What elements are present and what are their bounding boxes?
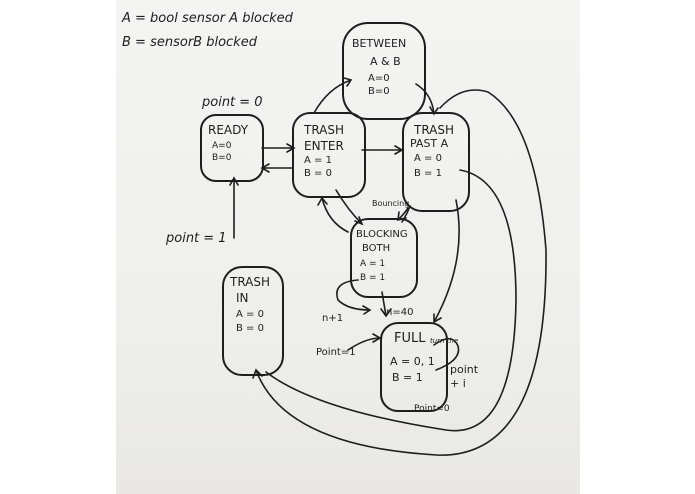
arrow-ready-to-trash-enter <box>261 143 296 153</box>
state-blocking-both-name1: BLOCKING <box>356 229 408 240</box>
label-point-0: point = 0 <box>202 95 263 110</box>
label-n-40: n=40 <box>386 307 414 318</box>
state-blocking-both-name2: BOTH <box>362 243 391 254</box>
arrow-trash-enter-to-trash-past-a <box>361 145 404 155</box>
state-full: FULL A = 0, 1 B = 1 <box>380 322 448 412</box>
state-trash-enter-b: B = 0 <box>304 168 332 179</box>
state-trash-enter-name2: ENTER <box>304 139 344 153</box>
state-between-a: A=0 <box>368 73 390 84</box>
state-ready: READY A=0 B=0 <box>200 114 264 182</box>
arrow-blocking-self-loop <box>336 279 372 315</box>
state-between-name2: A & B <box>370 55 401 68</box>
state-trash-past-a-a: A = 0 <box>414 153 442 164</box>
whiteboard: A = bool sensor A blocked B = sensorB bl… <box>116 0 580 494</box>
label-n-plus-1: n+1 <box>322 313 344 324</box>
state-ready-a: A=0 <box>212 141 232 151</box>
arrow-trash-in-to-ready <box>229 176 239 239</box>
label-plus-i: + i <box>450 377 466 390</box>
state-trash-past-a-name1: TRASH <box>414 123 455 137</box>
state-full-b: B = 1 <box>392 371 423 384</box>
arrow-between-to-trash-past-a <box>415 83 439 116</box>
legend-line-2: B = sensorB blocked <box>122 35 257 50</box>
state-ready-b: B=0 <box>212 153 232 163</box>
state-ready-name: READY <box>208 123 249 137</box>
state-trash-past-a: TRASH PAST A A = 0 B = 1 <box>402 112 470 212</box>
state-full-a: A = 0, 1 <box>390 355 435 368</box>
state-trash-in-a: A = 0 <box>236 309 264 320</box>
state-between-name1: BETWEEN <box>352 37 407 50</box>
state-between: BETWEEN A & B A=0 B=0 <box>342 22 426 120</box>
arrow-big-loop-trash-past-a-inner <box>265 169 517 432</box>
state-trash-past-a-name2: PAST A <box>410 137 449 150</box>
legend-line-1: A = bool sensor A blocked <box>122 11 293 26</box>
state-full-name: FULL <box>394 331 426 346</box>
state-trash-in-b: B = 0 <box>236 323 264 334</box>
label-bouncing: Bouncing <box>372 199 410 208</box>
arrow-trash-enter-to-ready <box>260 163 293 173</box>
state-blocking-both-b: B = 1 <box>360 273 386 283</box>
arrow-trash-enter-to-between <box>313 77 353 114</box>
state-blocking-both: BLOCKING BOTH A = 1 B = 1 <box>350 218 418 298</box>
state-trash-enter: TRASH ENTER A = 1 B = 0 <box>292 112 366 198</box>
label-point: point <box>450 363 479 376</box>
arrow-blocking-to-trash-enter <box>317 196 349 233</box>
label-point-1: point = 1 <box>166 231 227 246</box>
state-trash-enter-name1: TRASH <box>304 123 345 137</box>
state-trash-in: TRASH IN A = 0 B = 0 <box>222 266 284 376</box>
state-trash-past-a-b: B = 1 <box>414 168 442 179</box>
arrow-trash-past-a-to-full <box>433 199 460 324</box>
label-turn-the: turn the <box>430 337 459 345</box>
state-between-b: B=0 <box>368 86 390 97</box>
state-blocking-both-a: A = 1 <box>360 259 386 269</box>
state-trash-enter-a: A = 1 <box>304 155 332 166</box>
state-trash-in-name1: TRASH <box>230 275 271 289</box>
arrow-blocking-to-full <box>380 291 392 318</box>
label-point-1-lower: Point=1 <box>316 347 356 358</box>
state-trash-in-name2: IN <box>236 291 249 305</box>
